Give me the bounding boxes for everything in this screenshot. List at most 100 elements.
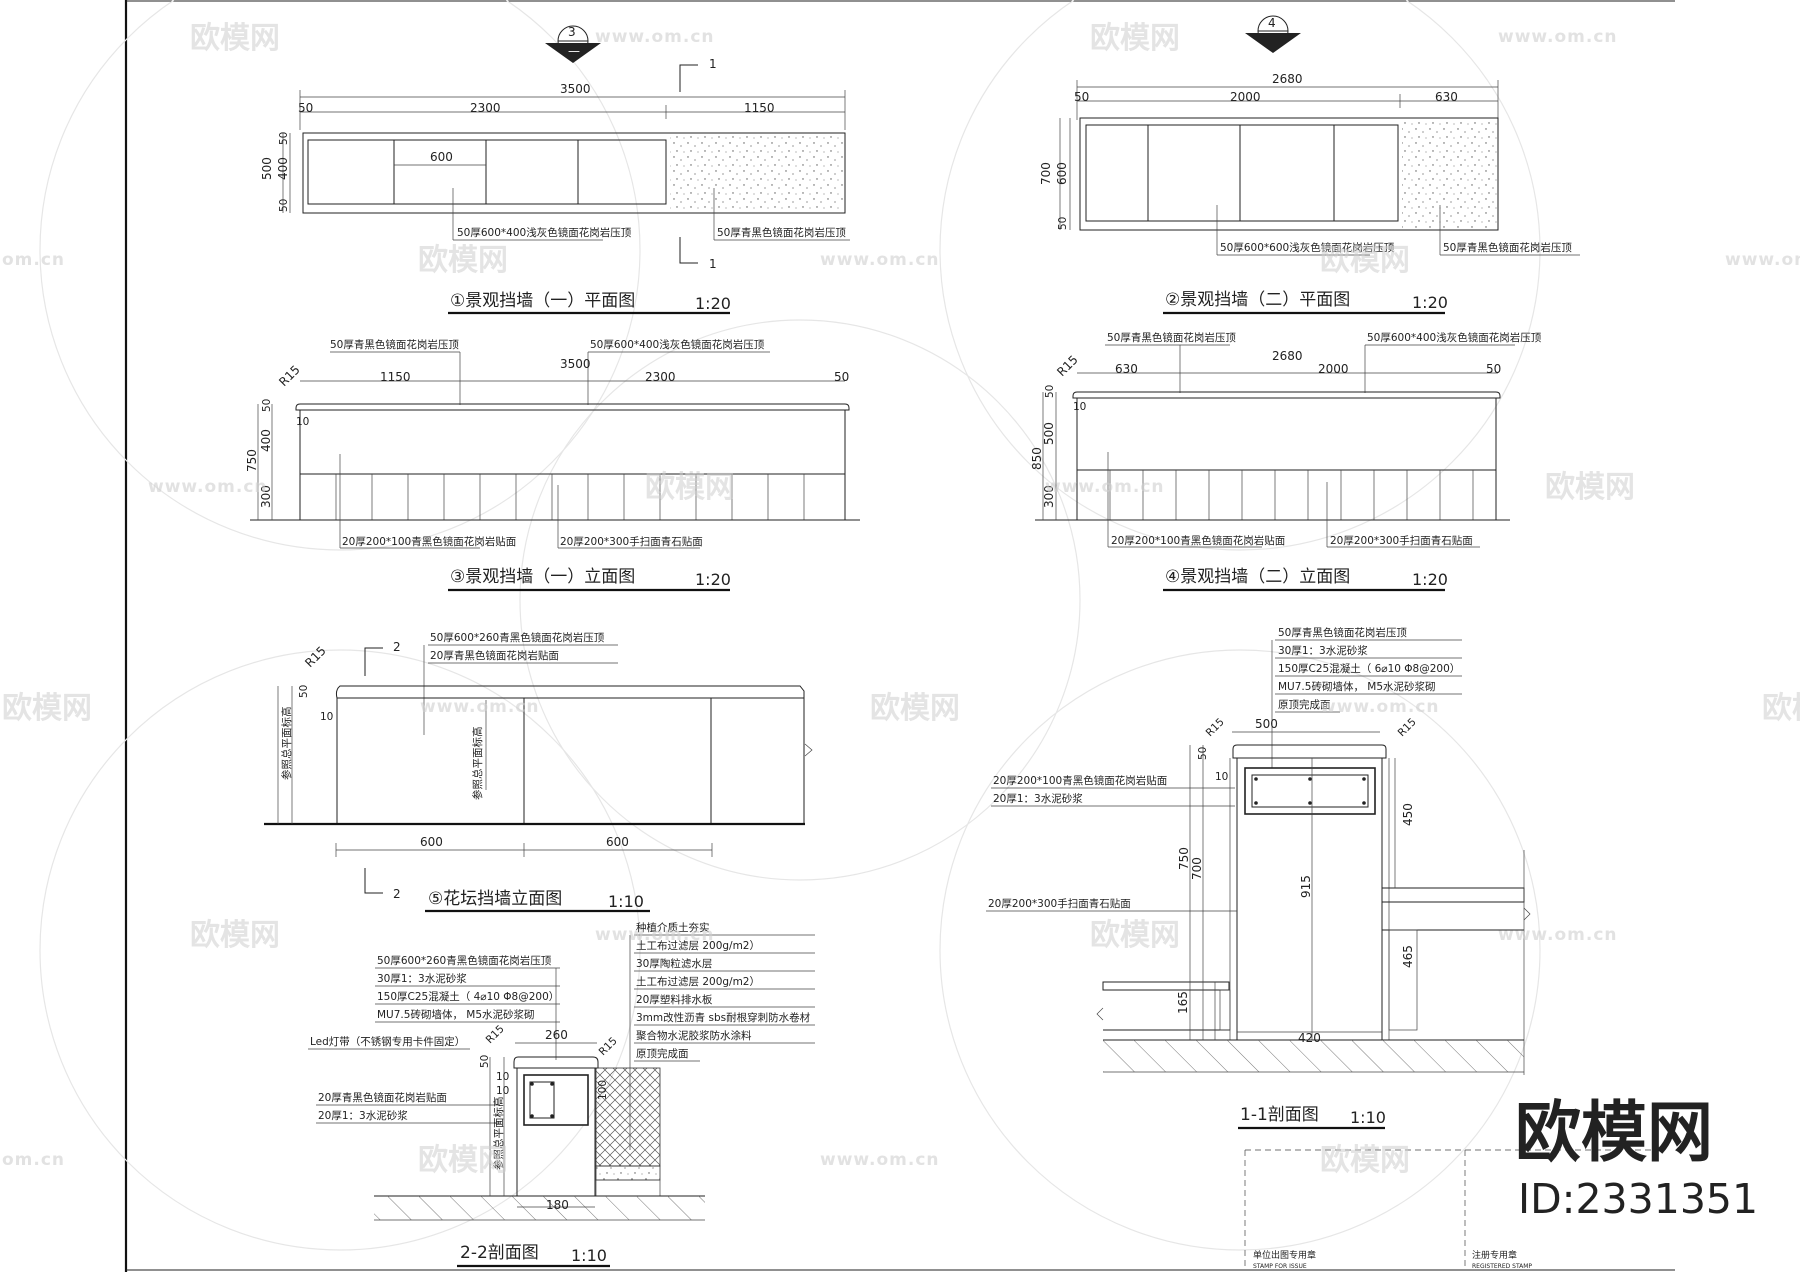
dim-module: 600 [430,150,453,164]
note-concrete: 150厚C25混凝土（ 4⌀10 Φ8@200） [377,990,559,1003]
note-face: 20厚200*100青黑色镜面花岗岩贴面 [993,774,1167,787]
drawing-scale: 1:20 [695,294,731,313]
dim-v-inner: 600 [1055,162,1069,185]
wall-outline [302,132,846,214]
concrete-beam [1244,767,1376,815]
dim-radius-left: R15 [484,1023,507,1046]
corner-brand-logo: 欧模网 [1515,1094,1713,1171]
drawing-title: ③景观挡墙（一）立面图 [450,567,635,587]
brick-face [1076,397,1497,471]
dim-right-part: 1150 [744,101,775,115]
note-mortar: 30厚1：3水泥砂浆 [1278,644,1368,657]
watermark-logo: 欧模网 [1090,21,1180,56]
section-cut-label-top: 2 [393,640,401,654]
corner-brand: 欧模网 ID:2331351 [1515,1094,1758,1223]
dim-total: 2680 [1272,349,1303,363]
inner-panel [307,139,667,205]
note-end-cap: 50厚青黑色镜面花岗岩压顶 [330,338,459,351]
dim-v-bottom: 50 [1057,217,1069,230]
drawing-title: ①景观挡墙（一）平面图 [450,291,635,311]
watermark-url: www.om.cn [595,27,715,47]
dim-v-cap: 50 [1044,385,1056,398]
dim-gap: 10 [496,1071,509,1083]
dim-v-gap: 10 [296,416,309,428]
drawing-scale: 1:10 [608,892,644,911]
dim-soil: 100 [597,1080,609,1100]
raised-slab [1381,887,1525,903]
note-end-cap: 50厚青黑色镜面花岗岩压顶 [1107,331,1236,344]
note-filter-1: 土工布过滤层 200g/m2） [636,939,760,952]
watermark-logo: 欧模网 [190,918,280,953]
note-stone-base: 20厚200*300手扫面青石贴面 [1330,534,1473,547]
dim-radius: R15 [302,644,329,671]
note-top-cap: 50厚600*600浅灰色镜面花岗岩压顶 [1220,241,1395,254]
watermark-url: www.om.cn [820,1150,940,1170]
note-top-cap: 50厚600*400浅灰色镜面花岗岩压顶 [457,226,632,239]
stone-cap-hatch [1402,119,1497,229]
dim-h750: 750 [1177,847,1191,870]
section-cut-label-bottom: 1 [709,257,717,271]
dim-v-mid: 500 [1042,422,1056,445]
dim-total: 3500 [560,357,591,371]
watermarks: 欧模网 www.om.cn 欧模网 www.om.cn om.cn 欧模网 ww… [2,21,1800,1178]
dim-width: 500 [1255,717,1278,731]
dim-cap: 50 [298,685,310,698]
watermark-url: www.om.cn [1498,925,1618,945]
note-led: Led灯带（不锈钢专用卡件固定） [310,1035,465,1048]
dim-base: 420 [1298,1031,1321,1045]
dim-gap: 10 [320,711,333,723]
dim-v-bottom: 50 [278,199,290,212]
note-concrete: 150厚C25混凝土（ 6⌀10 Φ8@200） [1278,662,1460,675]
note-top-cap: 50厚600*400浅灰色镜面花岗岩压顶 [590,338,765,351]
drawing-scale: 1:10 [1350,1108,1386,1127]
dim-cap: 50 [479,1055,491,1068]
dim-h165: 165 [1176,991,1190,1014]
dim-v-top: 50 [278,132,290,145]
section-cut-label-bottom: 2 [393,887,401,901]
wall-cap [335,685,805,699]
dim-right-edge: 50 [1486,362,1501,376]
section-number: 3 [568,25,576,39]
stone-cap-hatch [670,134,844,212]
note-cap: 50厚600*260青黑色镜面花岗岩压顶 [377,954,552,967]
watermark-url: www.om.cn [1320,697,1440,717]
note-mortar: 30厚1：3水泥砂浆 [377,972,467,985]
dim-v-mid: 400 [259,429,273,452]
dim-main: 2000 [1230,90,1261,104]
concrete-beam [523,1074,589,1126]
note-roof: 原顶完成面 [1278,698,1331,711]
drawing-scale: 1:20 [1412,570,1448,589]
dim-gap: 10 [1215,771,1228,783]
dim-radius-right: R15 [597,1035,620,1058]
note-elevation-ref-1: 参照总平面标高 [280,707,293,781]
note-elevation-ref-2: 参照总平面标高 [471,727,484,801]
planting-soil [595,1067,661,1167]
stamp-registered-label: 注册专用章 [1472,1249,1517,1261]
drawing-title: ④景观挡墙（二）立面图 [1165,567,1350,587]
dim-left: 630 [1115,362,1138,376]
dim-span-2: 600 [606,835,629,849]
dim-right-edge: 50 [834,370,849,384]
waterproof-layers [595,1179,661,1197]
note-filter-2: 土工布过滤层 200g/m2） [636,975,760,988]
dim-gap-2: 10 [496,1085,509,1097]
note-cap: 50厚青黑色镜面花岗岩压顶 [1278,626,1407,639]
watermark-logo: 欧模网 [1320,243,1410,278]
watermark-logo: 欧模网 [645,470,735,505]
section-symbol-4: 4 [1245,15,1301,53]
section-number: 4 [1268,16,1276,30]
dim-h465: 465 [1401,945,1415,968]
dim-radius-left: R15 [1204,716,1227,739]
drawing-title: 1-1剖面图 [1240,1105,1319,1125]
dim-v-base: 300 [1042,485,1056,508]
corner-brand-id: ID:2331351 [1518,1175,1758,1223]
elevation-2: 50厚青黑色镜面花岗岩压顶 50厚600*400浅灰色镜面花岗岩压顶 2680 … [1030,331,1542,592]
stamp-issue-sub: STAMP FOR ISSUE [1253,1263,1307,1270]
note-membrane: 3mm改性沥青 sbs耐根穿刺防水卷材 [636,1011,811,1024]
watermark-url: www.om.cn [595,925,715,945]
note-top-cap: 50厚600*400浅灰色镜面花岗岩压顶 [1367,331,1542,344]
note-stone: 20厚200*300手扫面青石贴面 [988,897,1131,910]
watermark-arcs [39,0,1541,1251]
elevation-5: 50厚600*260青黑色镜面花岗岩压顶 20厚青黑色镜面花岗岩贴面 2 2 R… [264,631,813,913]
stone-face-right [1388,929,1418,1031]
